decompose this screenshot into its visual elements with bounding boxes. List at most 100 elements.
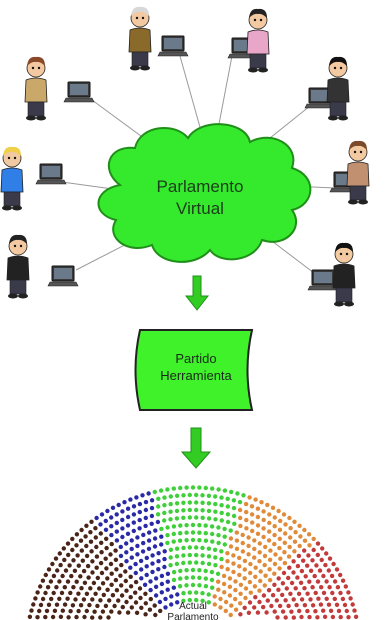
seat-dot [85, 563, 91, 569]
seat-dot [54, 585, 59, 590]
seat-dot [144, 572, 149, 578]
seat-dot [187, 590, 192, 595]
seat-dot [203, 576, 208, 581]
seat-dot [219, 549, 224, 554]
seat-dot [240, 549, 246, 554]
seat-dot [350, 602, 355, 607]
seat-dot [137, 526, 142, 531]
people-group [0, 6, 370, 307]
seat-dot [233, 596, 238, 602]
seat-dot [152, 603, 157, 608]
seat-dot [98, 531, 104, 536]
seat-dot [312, 573, 317, 579]
seat-dot [291, 559, 296, 564]
seat-dot [169, 594, 174, 599]
seat-dot [213, 501, 218, 507]
seat-dot [238, 612, 243, 617]
seat-dot [95, 603, 100, 609]
seat-dot [137, 501, 143, 507]
seat-dot [299, 614, 304, 620]
seat-dot [261, 593, 267, 598]
seat-dot [35, 590, 40, 595]
seat-dot [331, 561, 336, 567]
seat-dot [67, 563, 72, 568]
seat-dot [272, 515, 277, 520]
seat-dot [261, 509, 266, 514]
seat-dot [171, 569, 177, 575]
seat-dot [249, 504, 255, 509]
seat-dot [219, 556, 224, 562]
seat-dot [60, 573, 65, 579]
seat-dot [295, 563, 301, 569]
seat-dot [292, 539, 298, 544]
seat-dot [247, 495, 252, 500]
seat-dot [292, 519, 297, 524]
seat-dot [165, 525, 170, 530]
seat-dot [156, 559, 161, 564]
seat-dot [135, 543, 140, 549]
seat-dot [286, 554, 292, 559]
seat-dot [330, 590, 335, 596]
seat-dot [86, 575, 91, 580]
seat-dot [105, 508, 110, 514]
seat-dot [305, 563, 310, 568]
seat-dot [113, 548, 118, 553]
seat-dot [150, 569, 155, 575]
seat-dot [287, 515, 292, 521]
seat-dot [184, 485, 189, 490]
seat-dot [276, 508, 281, 514]
seat-dot [143, 515, 148, 521]
seat-dot [197, 575, 202, 580]
seat-dot [187, 552, 192, 558]
seat-dot [267, 520, 272, 526]
seat-dot [237, 555, 242, 561]
seat-dot [120, 526, 125, 531]
seat-dot [114, 520, 120, 526]
virtual-parliament-cloud: Parlamento Virtual [97, 123, 312, 263]
seat-dot [165, 487, 170, 492]
seat-dot [144, 555, 149, 561]
laptop-icon [35, 163, 67, 185]
seat-dot [84, 553, 90, 559]
seat-dot [165, 579, 170, 584]
seat-dot [187, 500, 192, 505]
seat-dot [278, 518, 283, 524]
seat-dot [321, 590, 327, 596]
seat-dot [322, 614, 328, 619]
seat-dot [174, 508, 180, 514]
seat-dot [194, 500, 199, 505]
seat-dot [109, 571, 114, 576]
seat-dot [99, 512, 105, 517]
seat-dot [108, 561, 114, 567]
seat-dot [74, 579, 79, 584]
seat-dot [280, 609, 286, 614]
seat-dot [194, 515, 199, 520]
seat-dot [261, 604, 266, 610]
seat-dot [283, 522, 288, 527]
seat-dot [146, 546, 152, 551]
seat-dot [134, 495, 139, 500]
seat-dot [129, 546, 134, 552]
seat-dot [213, 494, 218, 499]
seat-dot [84, 543, 89, 549]
seat-dot [103, 527, 109, 532]
seat-dot [57, 596, 62, 601]
seat-dot [276, 587, 281, 592]
seat-dot [159, 542, 164, 547]
person-avatar-right-man-2 [332, 242, 356, 307]
seat-dot [76, 563, 82, 568]
seat-dot [114, 512, 119, 517]
seat-dot [190, 567, 196, 573]
seat-dot [238, 601, 243, 606]
seat-dot [178, 531, 183, 536]
seat-dot [94, 554, 100, 559]
seat-dot [184, 575, 189, 580]
seat-dot [90, 559, 95, 564]
seat-dot [163, 596, 168, 602]
seat-dot [321, 573, 326, 579]
laptop-icon [304, 87, 336, 109]
seat-dot [97, 586, 102, 591]
seat-dot [129, 605, 134, 610]
person-avatar-right-woman [346, 140, 370, 205]
seat-dot [71, 585, 76, 590]
